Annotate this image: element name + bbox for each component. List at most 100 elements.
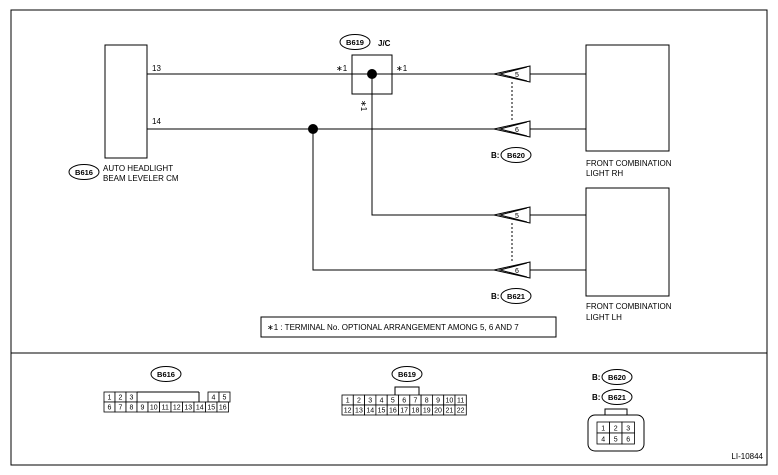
connector-label-b616: B616: [75, 168, 93, 177]
b619-terminal-10: 10: [445, 398, 453, 405]
front-rh-pin5-arrow-inner: [498, 66, 528, 82]
front-rh-name-line2: LIGHT RH: [586, 169, 623, 178]
b619-terminal-18: 18: [412, 408, 420, 415]
splice-dot-jc: [367, 69, 377, 79]
b616-terminal-5: 5: [223, 395, 227, 402]
b619-terminal-1: 1: [346, 398, 350, 405]
b620-terminal-1: 1: [601, 426, 605, 433]
connector-view-b620-b621: 1 2 3 4 5 6: [587, 408, 645, 452]
front-rh-pin5: 5: [515, 72, 519, 79]
view-badge-b616: [150, 366, 182, 382]
b619-terminal-6: 6: [402, 398, 406, 405]
wire-number-13: 13: [152, 64, 161, 73]
note-box: [260, 316, 557, 338]
b620-latch: [604, 408, 628, 416]
b619-terminal-7: 7: [413, 398, 417, 405]
b619-terminal-21: 21: [445, 408, 453, 415]
front-lh-name-line2: LIGHT LH: [586, 313, 622, 322]
b619-terminal-5: 5: [391, 398, 395, 405]
b616-terminal-1: 1: [108, 395, 112, 402]
view-prefix-b621: B:: [592, 393, 600, 402]
b616-terminal-11: 11: [162, 405, 169, 412]
b619-terminal-14: 14: [366, 408, 374, 415]
wire-splice-to-lh-6: [312, 129, 586, 271]
b619-terminal-16: 16: [389, 408, 397, 415]
b620-terminal-6-cell: [621, 432, 635, 445]
jc-mark-right: ∗1: [396, 64, 408, 73]
b616-terminal-10: 10: [150, 405, 158, 412]
front-rh-pin6: 6: [515, 127, 519, 134]
front-rh-box: [585, 44, 670, 152]
front-rh-pin6-arrow: [493, 120, 531, 138]
b620-terminal-5: 5: [614, 437, 618, 444]
leveler-module-box: [104, 44, 148, 159]
view-label-b621: B621: [608, 393, 626, 402]
b620-terminal-3: 3: [626, 426, 630, 433]
b616-terminal-4: 4: [212, 395, 216, 402]
b616-terminal-13: 13: [184, 405, 192, 412]
b619-terminal-20: 20: [434, 408, 442, 415]
b619-terminal-4: 4: [380, 398, 384, 405]
splice-dot-14: [308, 124, 318, 134]
front-lh-pin5: 5: [515, 213, 519, 220]
connector-badge-b621: [500, 288, 532, 304]
view-label-b619: B619: [398, 370, 416, 379]
front-rh-pin5-arrow: [493, 65, 531, 83]
view-badge-b621: [601, 389, 633, 405]
b619-terminal-19: 19: [423, 408, 431, 415]
front-lh-box: [585, 187, 670, 297]
b619-terminal-2: 2: [357, 398, 361, 405]
b619-terminal-13: 13: [355, 408, 363, 415]
front-lh-pin5-arrow-inner: [498, 207, 528, 223]
b616-terminal-7: 7: [119, 405, 123, 412]
front-lh-name-line1: FRONT COMBINATION: [586, 302, 672, 311]
note-text: ∗1 : TERMINAL No. OPTIONAL ARRANGEMENT A…: [267, 323, 519, 332]
b616-terminal-15: 15: [207, 405, 215, 412]
view-badge-b620: [601, 369, 633, 385]
b619-terminal-22-cell: [454, 404, 467, 416]
figure-id: LI-10844: [731, 452, 763, 461]
front-lh-pin6-arrow-inner: [498, 262, 528, 278]
b616-terminal-14: 14: [196, 405, 204, 412]
b616-terminal-16: 16: [219, 405, 227, 412]
front-lh-pin6-arrow: [493, 261, 531, 279]
jc-mark-down: ∗1: [359, 100, 368, 112]
connector-label-b619: B619: [346, 38, 364, 47]
b616-terminal-3: 3: [130, 395, 134, 402]
b620-terminal-6: 6: [626, 437, 630, 444]
b619-terminal-22: 22: [457, 408, 465, 415]
wire-jc-to-lh-5: [371, 74, 586, 216]
b620-terminal-2: 2: [614, 426, 618, 433]
view-badge-b619: [391, 366, 423, 382]
connector-badge-b619: [339, 34, 371, 50]
jc-mark-left: ∗1: [336, 64, 348, 73]
b619-terminal-8: 8: [425, 398, 429, 405]
connector-label-b620: B620: [507, 151, 525, 160]
b619-terminal-12: 12: [344, 408, 352, 415]
wire-number-14: 14: [152, 117, 161, 126]
front-lh-pin5-arrow: [493, 206, 531, 224]
leveler-name-line1: AUTO HEADLIGHT: [103, 164, 173, 173]
b616-terminal-6: 6: [108, 405, 112, 412]
front-rh-name-line1: FRONT COMBINATION: [586, 159, 672, 168]
view-label-b620: B620: [608, 373, 626, 382]
b620-terminal-4: 4: [601, 437, 605, 444]
b619-terminal-17: 17: [400, 408, 408, 415]
connector-badge-b616: [68, 164, 100, 180]
b616-terminal-2: 2: [119, 395, 123, 402]
connector-label-b621: B621: [507, 292, 525, 301]
front-rh-pin6-arrow-inner: [498, 121, 528, 137]
b616-terminal-12: 12: [173, 405, 181, 412]
b619-terminal-15: 15: [378, 408, 386, 415]
view-prefix-b620: B:: [592, 373, 600, 382]
front-rh-prefix: B:: [491, 151, 499, 160]
view-label-b616: B616: [157, 370, 175, 379]
front-lh-prefix: B:: [491, 292, 499, 301]
connector-badge-b620: [500, 147, 532, 163]
front-lh-pin6: 6: [515, 268, 519, 275]
leveler-name-line2: BEAM LEVELER CM: [103, 174, 179, 183]
b616-terminal-9: 9: [141, 405, 145, 412]
